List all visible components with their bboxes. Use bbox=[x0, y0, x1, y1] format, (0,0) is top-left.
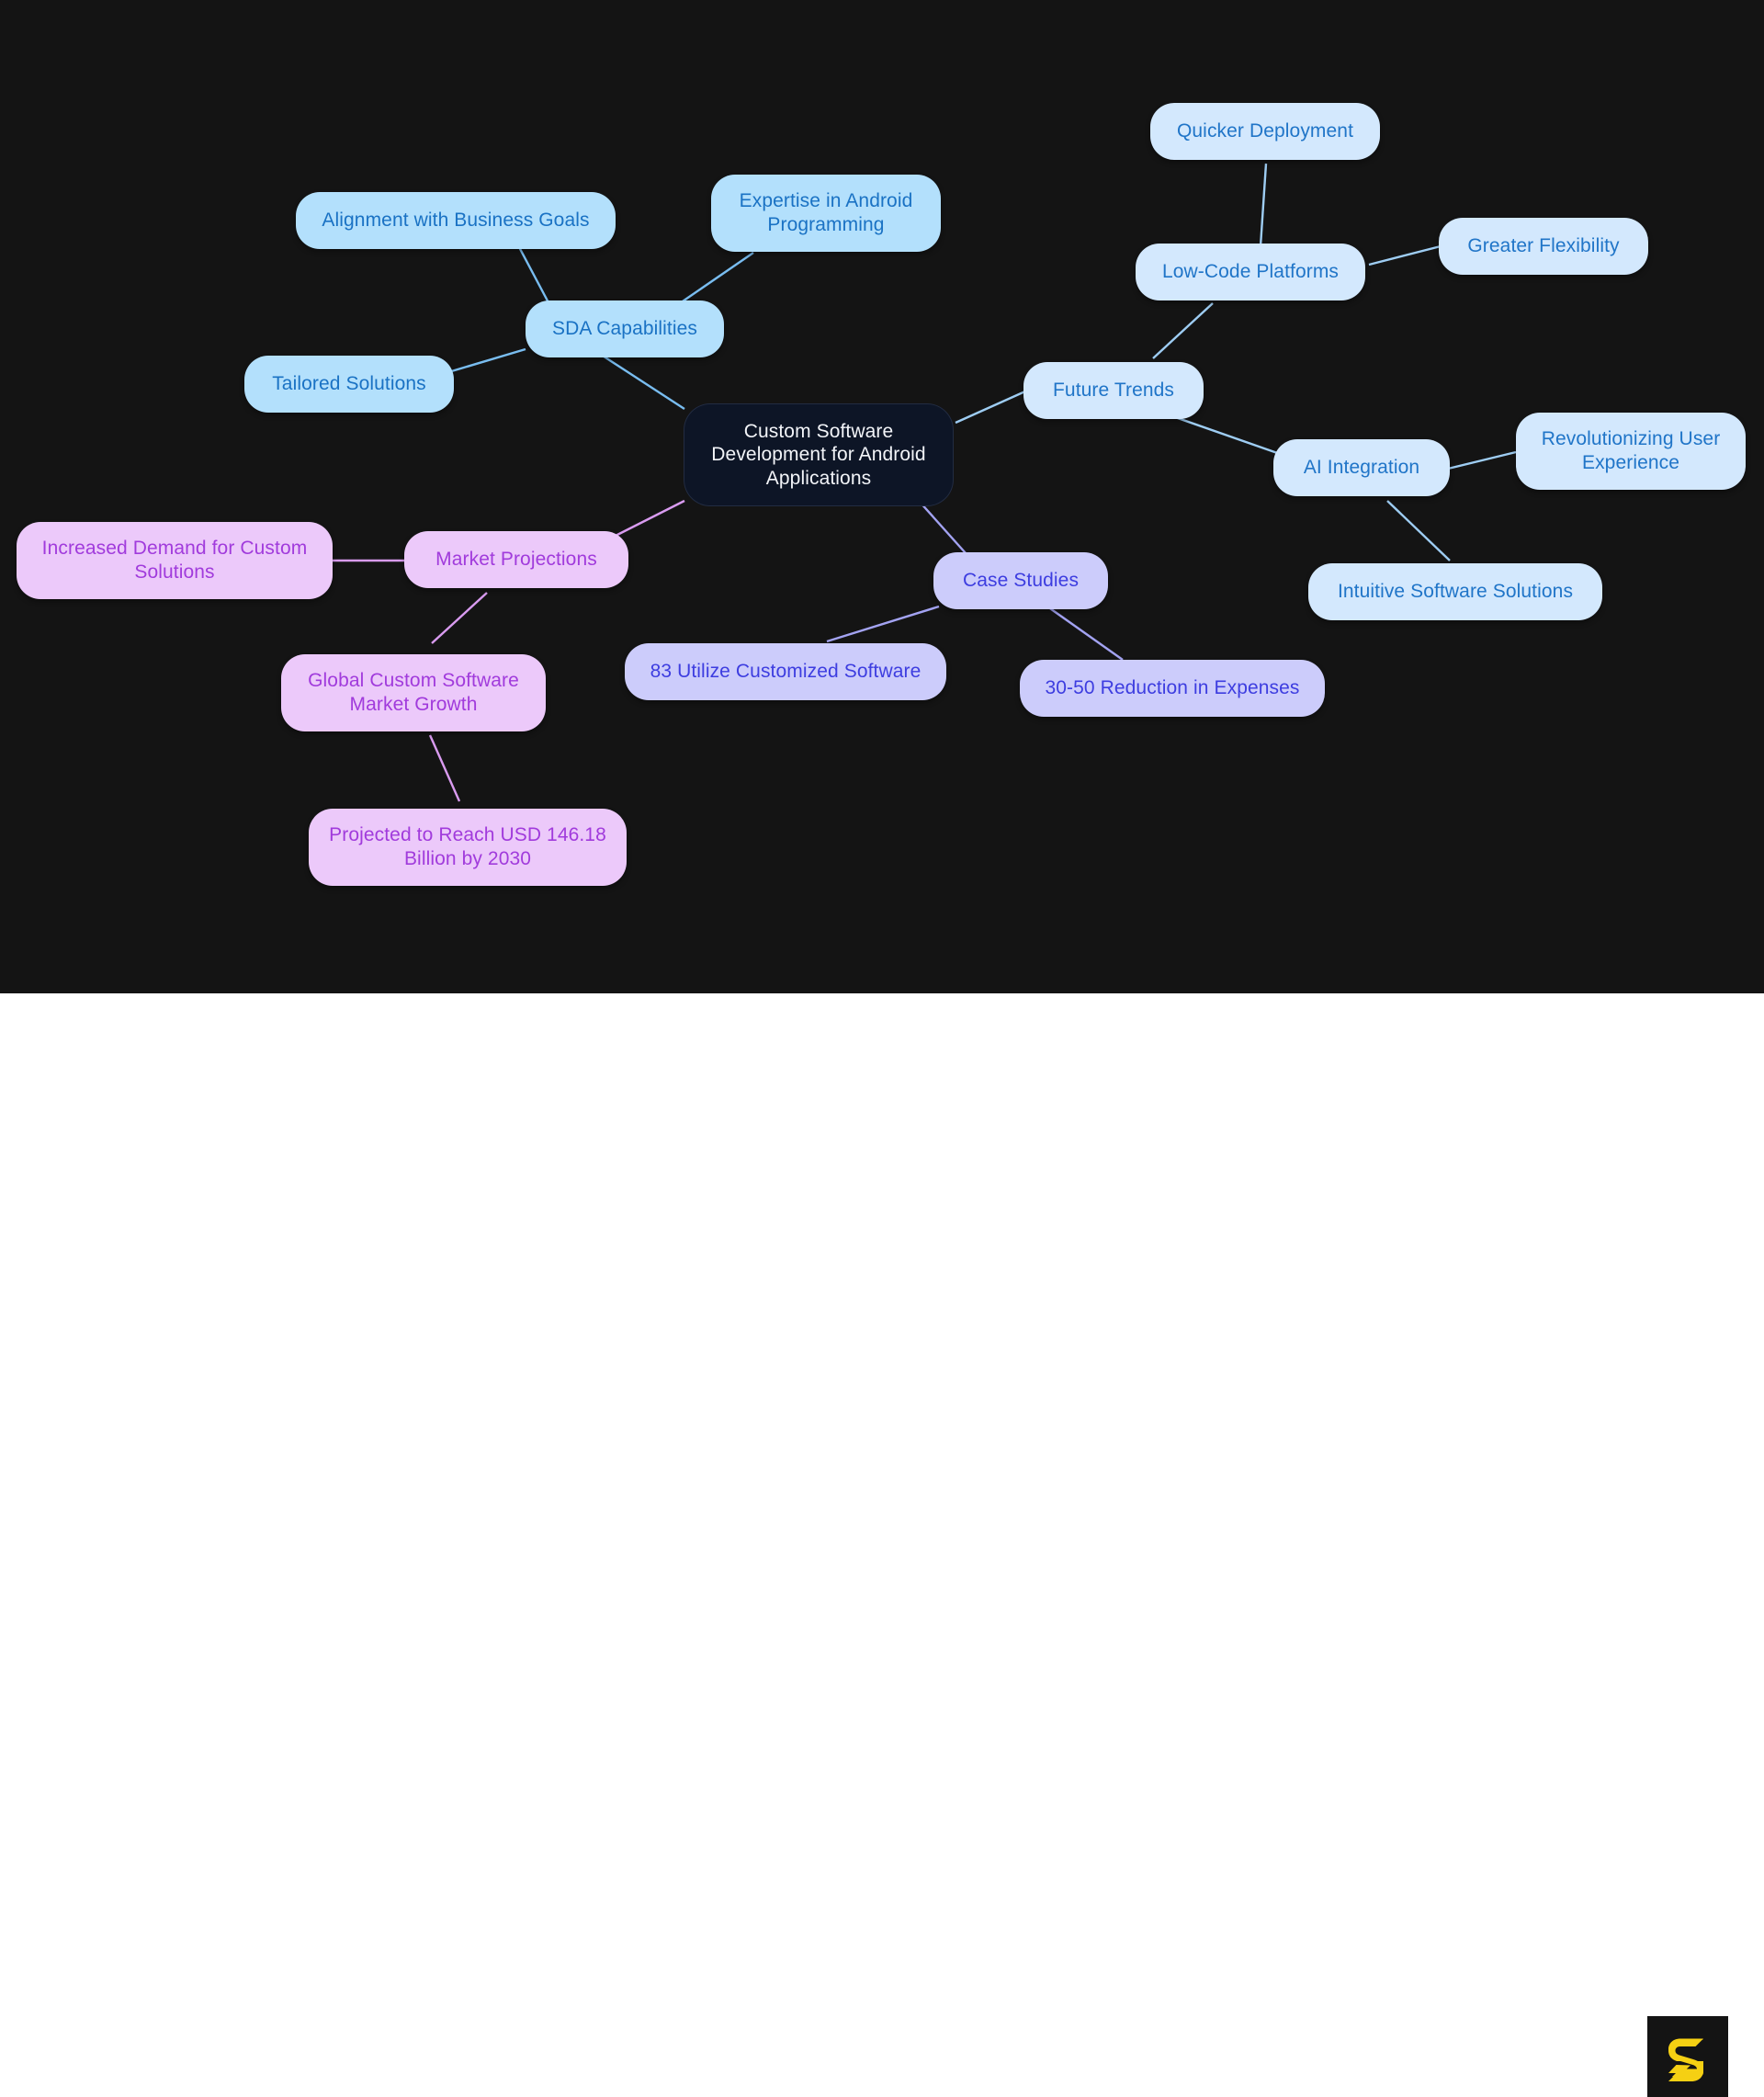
node-label: Future Trends bbox=[1052, 380, 1175, 402]
node-label: Quicker Deployment bbox=[1176, 120, 1354, 142]
node-sda-capabilities[interactable]: SDA Capabilities bbox=[526, 300, 724, 357]
node-tailored-solutions[interactable]: Tailored Solutions bbox=[244, 356, 454, 413]
edge-growth-projected bbox=[428, 734, 461, 802]
node-label: Case Studies bbox=[962, 570, 1080, 592]
edge-lowcode-flexibility bbox=[1368, 244, 1442, 266]
node-label: Low-Code Platforms bbox=[1161, 261, 1340, 283]
node-label: Alignment with Business Goals bbox=[322, 210, 590, 232]
edge-root-future bbox=[955, 389, 1028, 425]
mindmap-canvas[interactable]: Custom Software Development for Android … bbox=[0, 0, 1764, 993]
edge-lowcode-quicker bbox=[1259, 163, 1268, 247]
node-label: Increased Demand for Custom Solutions bbox=[41, 538, 308, 583]
node-revolutionizing-user-experience[interactable]: Revolutionizing User Experience bbox=[1516, 413, 1746, 490]
node-label: Market Projections bbox=[435, 549, 597, 571]
node-market-projections[interactable]: Market Projections bbox=[404, 531, 628, 588]
node-case-studies[interactable]: Case Studies bbox=[933, 552, 1108, 609]
edge-sda-expertise bbox=[679, 252, 754, 304]
logo-badge[interactable] bbox=[1647, 2016, 1728, 2097]
node-ai-integration[interactable]: AI Integration bbox=[1273, 439, 1450, 496]
node-root[interactable]: Custom Software Development for Android … bbox=[684, 404, 953, 505]
edge-case-reduction bbox=[1046, 606, 1124, 661]
node-label: Global Custom Software Market Growth bbox=[308, 670, 519, 715]
footer-bar bbox=[0, 993, 1764, 2097]
node-projected-to-reach-usd-146-18-billion-by-2030[interactable]: Projected to Reach USD 146.18 Billion by… bbox=[309, 809, 627, 886]
node-83-utilize-customized-software[interactable]: 83 Utilize Customized Software bbox=[625, 643, 946, 700]
node-increased-demand-for-custom-solutions[interactable]: Increased Demand for Custom Solutions bbox=[17, 522, 333, 599]
node-expertise-in-android-programming[interactable]: Expertise in Android Programming bbox=[711, 175, 941, 252]
node-label: Revolutionizing User Experience bbox=[1541, 428, 1721, 473]
node-label: SDA Capabilities bbox=[551, 318, 697, 340]
edge-ai-intuitive bbox=[1386, 500, 1451, 561]
letter-s-logo-icon bbox=[1668, 2038, 1703, 2081]
node-greater-flexibility[interactable]: Greater Flexibility bbox=[1439, 218, 1648, 275]
node-30-50-reduction-in-expenses[interactable]: 30-50 Reduction in Expenses bbox=[1020, 660, 1325, 717]
node-low-code-platforms[interactable]: Low-Code Platforms bbox=[1136, 244, 1365, 300]
node-label: Expertise in Android Programming bbox=[739, 190, 913, 235]
edge-market-growth bbox=[431, 592, 488, 644]
edge-root-sda bbox=[592, 347, 685, 411]
edge-root-market bbox=[605, 499, 685, 542]
node-label: Greater Flexibility bbox=[1467, 235, 1620, 257]
node-global-custom-software-market-growth[interactable]: Global Custom Software Market Growth bbox=[281, 654, 546, 731]
edge-case-utilize bbox=[826, 605, 940, 643]
node-alignment-with-business-goals[interactable]: Alignment with Business Goals bbox=[296, 192, 616, 249]
edge-future-lowcode bbox=[1152, 302, 1214, 359]
node-future-trends[interactable]: Future Trends bbox=[1023, 362, 1204, 419]
node-quicker-deployment[interactable]: Quicker Deployment bbox=[1150, 103, 1380, 160]
node-label: Projected to Reach USD 146.18 Billion by… bbox=[329, 824, 606, 869]
node-label: 83 Utilize Customized Software bbox=[650, 661, 922, 683]
node-label: 30-50 Reduction in Expenses bbox=[1045, 677, 1300, 699]
node-intuitive-software-solutions[interactable]: Intuitive Software Solutions bbox=[1308, 563, 1602, 620]
node-root-label: Custom Software Development for Android … bbox=[711, 420, 926, 489]
node-label: AI Integration bbox=[1303, 457, 1420, 479]
node-label: Tailored Solutions bbox=[272, 373, 426, 395]
node-label: Intuitive Software Solutions bbox=[1337, 581, 1574, 603]
edge-ai-revolutionizing bbox=[1447, 450, 1517, 470]
